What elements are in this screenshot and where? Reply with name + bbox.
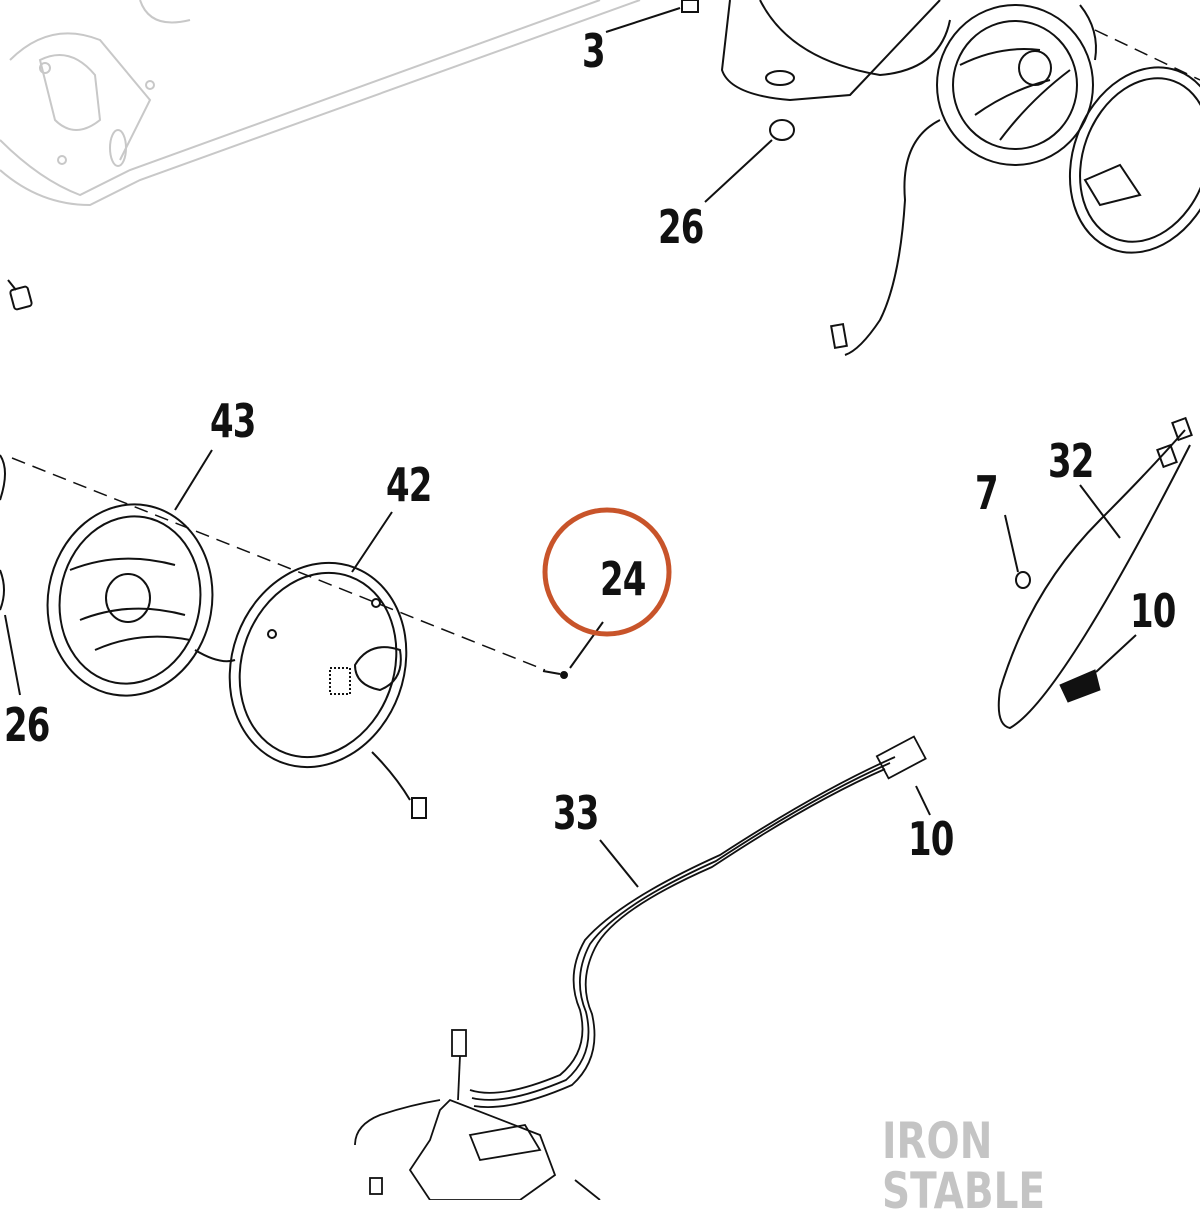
callout-33: 33 [553,786,599,840]
connector-10-upper [1059,669,1101,703]
callout-10-upper: 10 [1130,584,1176,638]
callout-7: 7 [975,466,999,520]
highlight-circle-24 [542,507,672,637]
harness-32 [997,416,1193,730]
callout-26-left: 26 [4,698,50,752]
clip-7 [1015,571,1031,589]
left-bracket-edge [0,569,5,611]
callout-24: 24 [600,552,646,606]
callout-10-lower: 10 [908,812,954,866]
left-arc [0,454,6,501]
callout-32: 32 [1048,434,1094,488]
callout-3: 3 [582,24,606,78]
alignment-axis [11,457,546,671]
callout-43: 43 [210,394,256,448]
callout-42: 42 [386,458,432,512]
upper-alignment-axis [1094,29,1200,81]
left-fastener [7,279,33,311]
harness-33 [354,735,927,1200]
screw-24 [542,670,568,679]
upper-speaker-assembly [681,0,1200,356]
watermark: IRON STABLE [882,1112,1046,1220]
callout-26-top: 26 [658,200,704,254]
leader-lines [4,7,1137,888]
grille-42 [228,561,427,819]
speaker-43 [46,503,236,697]
fairing-outline [0,0,641,207]
